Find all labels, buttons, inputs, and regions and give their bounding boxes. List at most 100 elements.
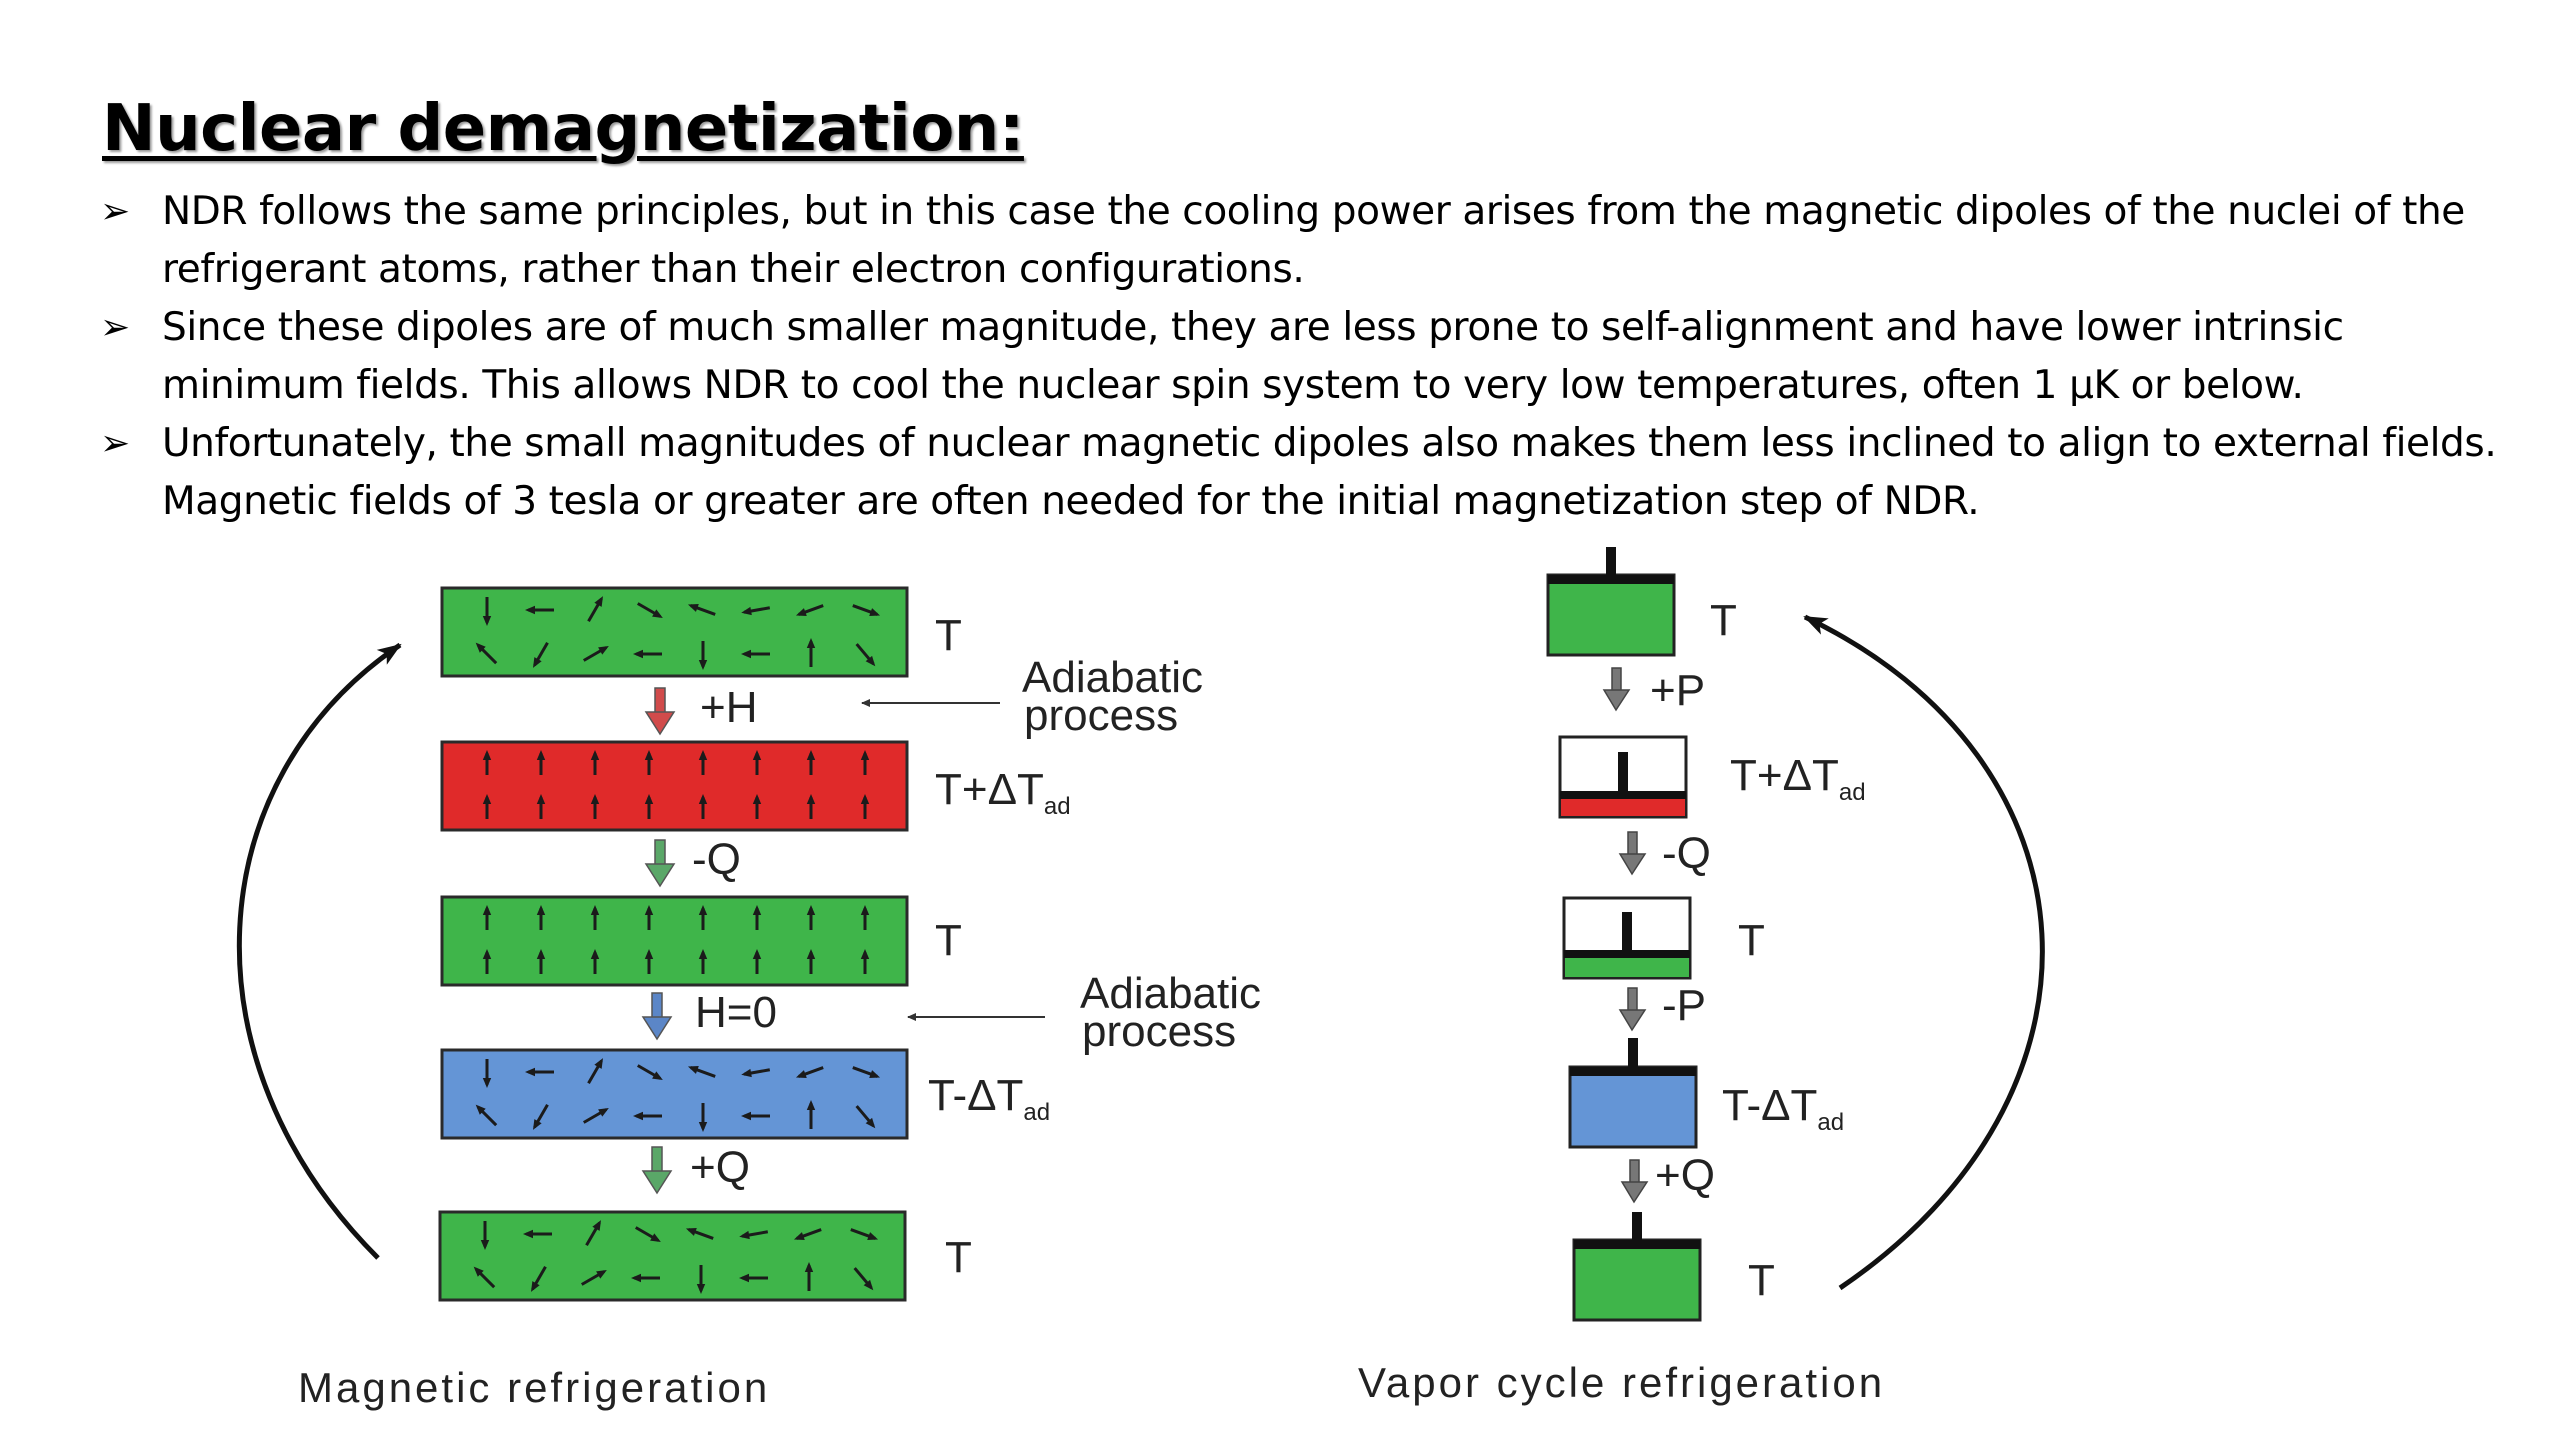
- spin-arrowhead-icon: [860, 905, 870, 915]
- spin-arrowhead-icon: [869, 1070, 881, 1078]
- spin-arrowhead-icon: [752, 794, 762, 804]
- spin-arrowhead-icon: [598, 1108, 609, 1117]
- spin-arrowhead-icon: [752, 750, 762, 760]
- piston-cylinder: [1546, 547, 1676, 657]
- spin-arrowhead-icon: [594, 1058, 603, 1069]
- bullet-item: ➢ Unfortunately, the small magnitudes of…: [100, 415, 2520, 531]
- magnetic-temp-label: T-ΔTad: [928, 1071, 1050, 1126]
- spin-arrowhead-icon: [793, 1232, 805, 1240]
- magnetic-temp-label: T: [935, 916, 962, 965]
- vapor-temp-label: T: [1738, 916, 1765, 965]
- vapor-cycle: T T+ΔTad T: [1358, 547, 2045, 1406]
- magnetic-temp-label: T: [935, 611, 962, 660]
- spin-arrowhead-icon: [590, 949, 600, 959]
- vapor-step-2: T+ΔTad: [1558, 735, 1866, 819]
- spin-arrowhead-icon: [594, 596, 603, 607]
- down-arrow-icon: [641, 1146, 673, 1195]
- spin-arrowhead-icon: [482, 905, 492, 915]
- spin-arrowhead-icon: [867, 1232, 879, 1240]
- magnetic-block: [440, 586, 909, 678]
- spin-arrowhead-icon: [592, 1220, 601, 1231]
- spin-arrowhead-icon: [806, 949, 816, 959]
- spin-arrowhead-icon: [533, 1119, 542, 1130]
- spin-arrowhead-icon: [865, 1117, 876, 1129]
- spin-arrowhead-icon: [633, 649, 643, 659]
- spin-arrowhead-icon: [804, 1262, 814, 1272]
- down-arrow-icon: [1620, 1159, 1649, 1204]
- piston-cylinder: [1572, 1212, 1702, 1322]
- spin-arrowhead-icon: [806, 750, 816, 760]
- vapor-transition-1: +P: [1602, 666, 1705, 715]
- spin-arrowhead-icon: [596, 1270, 607, 1279]
- magnetic-block: [440, 1048, 909, 1140]
- spin-arrowhead-icon: [795, 608, 807, 616]
- down-arrow-icon: [1618, 987, 1647, 1032]
- spin-arrowhead-icon: [523, 1229, 533, 1239]
- spin-arrowhead-icon: [698, 1122, 708, 1132]
- spin-arrowhead-icon: [536, 949, 546, 959]
- spin-arrowhead-icon: [806, 638, 816, 648]
- vapor-step-3: T: [1562, 896, 1765, 980]
- spin-arrowhead-icon: [698, 794, 708, 804]
- spin-arrowhead-icon: [698, 660, 708, 670]
- spin-arrowhead-icon: [598, 646, 609, 655]
- spin-arrowhead-icon: [536, 905, 546, 915]
- magnetic-temp-label: T: [945, 1233, 972, 1282]
- bullet-arrow-icon: ➢: [100, 307, 130, 348]
- spin-arrowhead-icon: [860, 949, 870, 959]
- spin-arrowhead-icon: [696, 1284, 706, 1294]
- spin-pattern-aligned: [482, 750, 870, 819]
- magnetic-transition-4: +Q: [641, 1143, 750, 1195]
- spin-arrowhead-icon: [741, 649, 751, 659]
- spin-arrowhead-icon: [644, 750, 654, 760]
- transition-label: -Q: [1662, 829, 1711, 878]
- bullet-item: ➢ Since these dipoles are of much smalle…: [100, 299, 2520, 415]
- down-arrow-icon: [1618, 831, 1647, 876]
- adiabatic-label: Adiabatic: [1022, 653, 1203, 702]
- spin-arrowhead-icon: [533, 657, 542, 668]
- spin-arrowhead-icon: [752, 905, 762, 915]
- spin-arrowhead-icon: [698, 750, 708, 760]
- spin-arrowhead-icon: [698, 949, 708, 959]
- piston-cylinder: [1562, 896, 1692, 980]
- spin-arrowhead-icon: [480, 1240, 490, 1250]
- vapor-step-4: T-ΔTad: [1568, 1038, 1844, 1149]
- spin-arrowhead-icon: [698, 905, 708, 915]
- vapor-step-1: T: [1546, 547, 1737, 657]
- spin-arrowhead-icon: [631, 1273, 641, 1283]
- spin-arrowhead-icon: [806, 794, 816, 804]
- spin-arrowhead-icon: [687, 1066, 699, 1074]
- vapor-cycle-arrow: [1803, 614, 2045, 1291]
- spin-arrowhead-icon: [525, 1067, 535, 1077]
- magnetic-block: [440, 895, 909, 987]
- spin-arrowhead-icon: [536, 750, 546, 760]
- magnetic-step-4: T-ΔTad: [440, 1048, 1050, 1140]
- magnetic-transition-2: -Q: [644, 835, 741, 888]
- transition-label: +Q: [1655, 1151, 1715, 1200]
- transition-label: +Q: [690, 1143, 750, 1192]
- spin-arrowhead-icon: [752, 949, 762, 959]
- magnetic-transition-1: +H: [644, 683, 757, 736]
- magnetic-block: [438, 1210, 907, 1302]
- spin-arrowhead-icon: [590, 750, 600, 760]
- spin-arrowhead-icon: [590, 794, 600, 804]
- vapor-step-5: T: [1572, 1212, 1775, 1322]
- spin-arrowhead-icon: [869, 608, 881, 616]
- bullet-item: ➢ NDR follows the same principles, but i…: [100, 183, 2520, 299]
- spin-arrowhead-icon: [475, 642, 486, 653]
- spin-pattern-random: [473, 1220, 879, 1294]
- spin-pattern-aligned: [482, 905, 870, 974]
- spin-arrowhead-icon: [687, 604, 699, 612]
- vapor-temp-label: T-ΔTad: [1722, 1081, 1844, 1136]
- spin-arrowhead-icon: [482, 750, 492, 760]
- transition-label: +H: [700, 683, 757, 732]
- transition-label: -Q: [692, 835, 741, 884]
- spin-arrowhead-icon: [525, 605, 535, 615]
- bullet-text: Since these dipoles are of much smaller …: [162, 305, 2344, 408]
- bullet-text: NDR follows the same principles, but in …: [162, 189, 2465, 292]
- spin-arrowhead-icon: [795, 1070, 807, 1078]
- adiabatic-label: Adiabatic: [1080, 969, 1261, 1018]
- adiabatic-label: process: [1082, 1007, 1236, 1056]
- spin-arrowhead-icon: [482, 1078, 492, 1088]
